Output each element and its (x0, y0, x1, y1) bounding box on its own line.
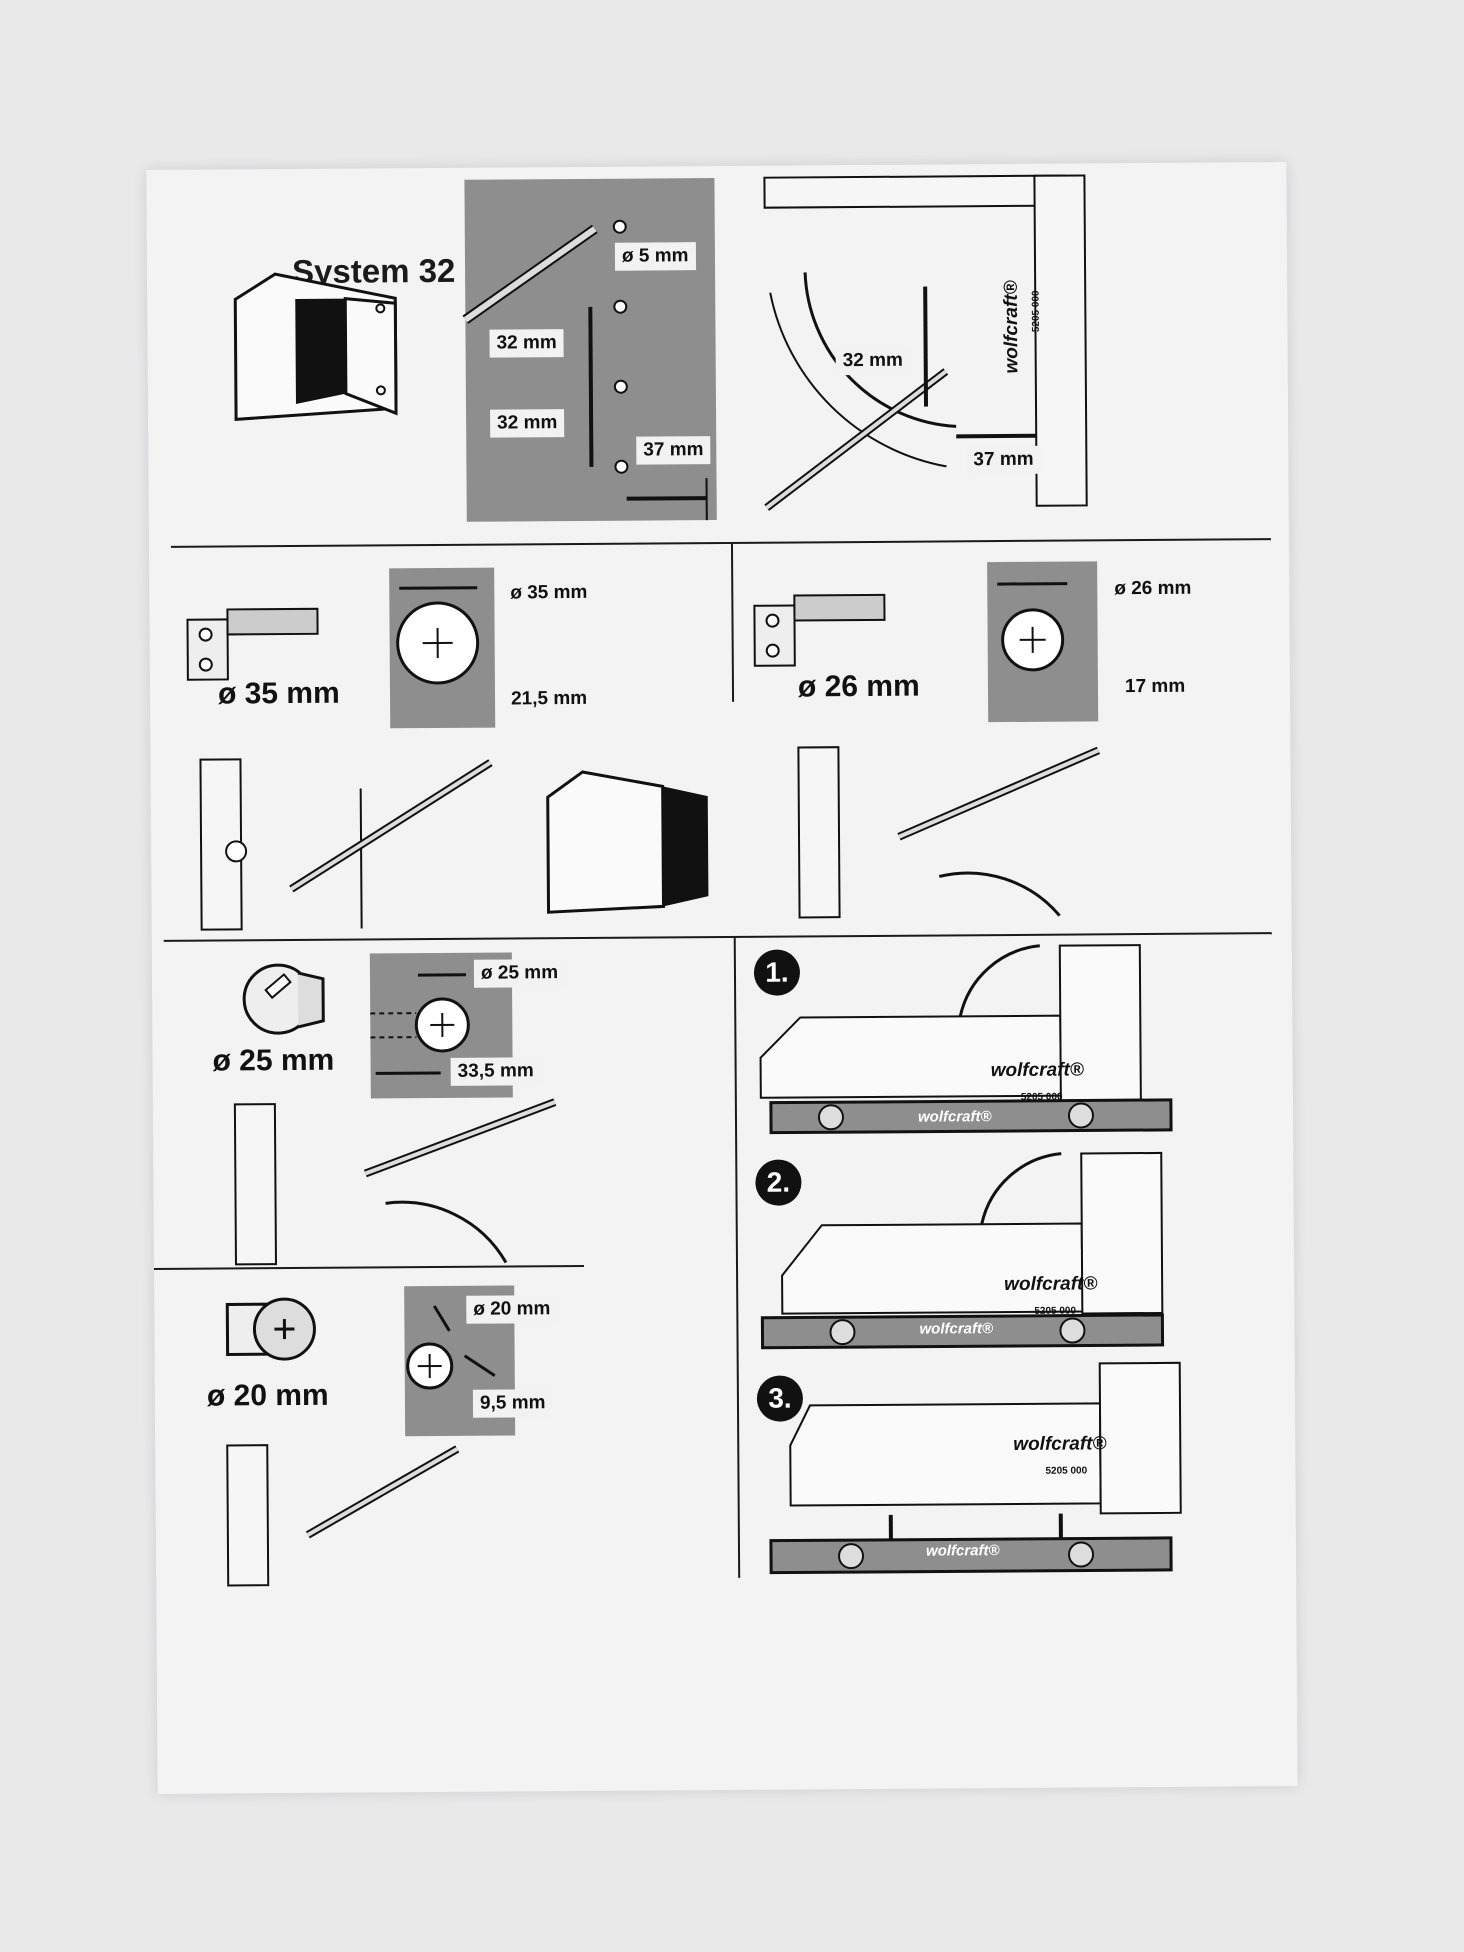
hinge-35-big-label: ø 35 mm (217, 676, 340, 711)
ruler-brand: wolfcraft® (1000, 280, 1023, 374)
instruction-sheet: System 32 ø 5 mm 32 mm 32 mm 37 mm (146, 162, 1298, 1794)
section-divider (163, 932, 1272, 942)
ruler-spacing-label: 32 mm (835, 346, 910, 376)
connector-20-panel (404, 1285, 516, 1437)
step-1-brand: wolfcraft® (990, 1059, 1084, 1082)
step-3-template-drawing (769, 1361, 1182, 1575)
connector-20-offset: 9,5 mm (472, 1389, 553, 1418)
template-connector-20-drawing (226, 1444, 460, 1587)
connector-20-big-label: ø 20 mm (206, 1378, 329, 1413)
connector-20-diameter: ø 20 mm (466, 1295, 558, 1324)
step-3-rail-brand: wolfcraft® (925, 1542, 1000, 1560)
connector-25-icon (242, 963, 325, 1035)
hinge-35-offset: 21,5 mm (510, 687, 588, 710)
connector-25-diameter: ø 25 mm (473, 959, 566, 988)
hinge-35-icon (186, 607, 319, 681)
step-3-model: 5205 000 (1045, 1465, 1088, 1477)
cabinet-illustration-middle (546, 770, 709, 914)
section-divider (170, 538, 1271, 548)
hinge-26-offset: 17 mm (1124, 675, 1186, 698)
column-divider (730, 543, 735, 702)
ruler-model: 5205 000 (1030, 290, 1042, 333)
connector-25-big-label: ø 25 mm (212, 1043, 335, 1078)
connector-25-offset: 33,5 mm (450, 1057, 541, 1086)
edge-offset-label: 37 mm (636, 436, 711, 465)
step-1-rail-brand: wolfcraft® (917, 1108, 992, 1126)
section-divider (154, 1264, 585, 1270)
step-2-model: 5205 000 (1034, 1305, 1077, 1317)
ruler-offset-label: 37 mm (966, 445, 1041, 475)
step-2-brand: wolfcraft® (1004, 1273, 1098, 1296)
template-right-drawing (797, 746, 1101, 919)
ruler-top-panel: 32 mm 37 mm wolfcraft® 5205 000 (763, 174, 1106, 519)
step-1-template-drawing (759, 944, 1173, 1135)
spacing-label-1: 32 mm (489, 329, 564, 358)
step-1-model: 5205 000 (1020, 1091, 1063, 1103)
hinge-35-panel (389, 567, 496, 729)
drill-spacing-panel: ø 5 mm 32 mm 32 mm 37 mm (462, 178, 717, 522)
template-left-drawing (199, 758, 493, 931)
hinge-26-big-label: ø 26 mm (797, 669, 920, 704)
step-3-brand: wolfcraft® (1013, 1433, 1107, 1455)
spacing-label-2: 32 mm (490, 409, 565, 438)
hinge-35-diameter: ø 35 mm (510, 581, 588, 604)
hinge-26-panel (987, 561, 1099, 723)
connector-20-icon (225, 1297, 316, 1361)
column-divider (733, 937, 741, 1578)
step-2-template-drawing (760, 1151, 1165, 1350)
connector-25-panel (369, 952, 513, 1099)
cabinet-illustration (233, 272, 398, 421)
hinge-26-icon (753, 593, 886, 667)
hinge-26-diameter: ø 26 mm (1114, 577, 1192, 600)
step-2-rail-brand: wolfcraft® (919, 1320, 994, 1338)
template-connector-25-drawing (233, 1098, 557, 1266)
drill-diameter-label: ø 5 mm (614, 242, 696, 271)
